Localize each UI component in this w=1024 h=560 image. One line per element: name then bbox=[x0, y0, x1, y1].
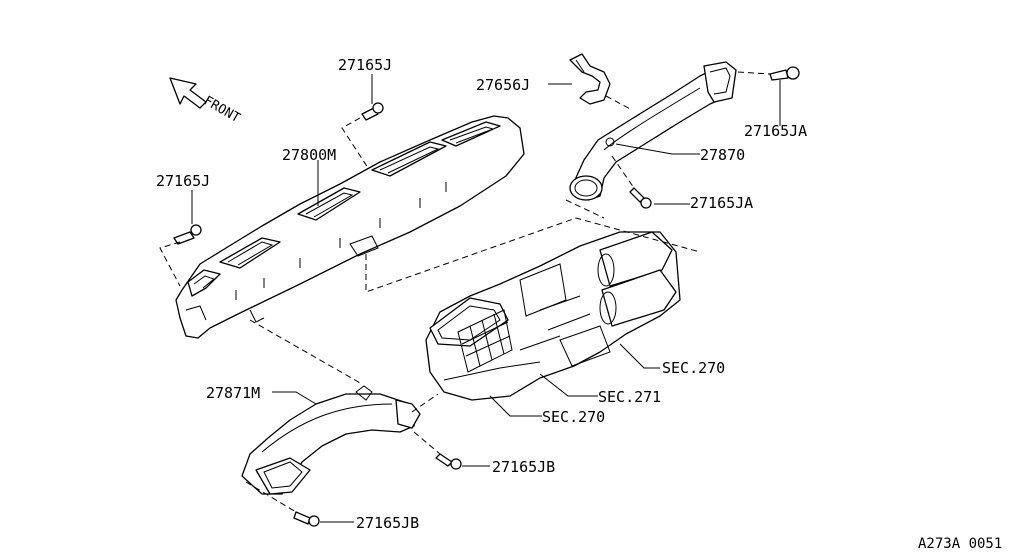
label-27870: 27870 bbox=[700, 146, 745, 164]
lower-duct-27871M bbox=[241, 385, 421, 495]
clip-strap-27656J bbox=[569, 53, 611, 105]
label-SEC271: SEC.271 bbox=[598, 388, 661, 406]
screw-27165JB-bottom-icon bbox=[293, 511, 320, 527]
label-SEC270-bottom: SEC.270 bbox=[542, 408, 605, 426]
label-27165JB-bottom: 27165JB bbox=[356, 514, 419, 532]
screw-27165JA-mid-icon bbox=[629, 187, 652, 209]
screw-27165J-top-icon bbox=[361, 102, 384, 121]
front-arrow-icon bbox=[169, 77, 207, 109]
label-27165J-top: 27165J bbox=[338, 56, 392, 74]
screw-27165J-left-icon bbox=[173, 224, 202, 245]
screw-27165JA-right-icon bbox=[769, 66, 800, 81]
label-SEC270-right: SEC.270 bbox=[662, 359, 725, 377]
label-27871M: 27871M bbox=[206, 384, 260, 402]
label-27165JA-right: 27165JA bbox=[744, 122, 807, 140]
leader-lines bbox=[191, 74, 781, 523]
side-duct-27870 bbox=[569, 61, 737, 201]
label-27165J-left: 27165J bbox=[156, 172, 210, 190]
screw-27165JB-mid-icon bbox=[435, 453, 462, 470]
front-label: FRONT bbox=[201, 93, 243, 126]
assembly-lines bbox=[159, 71, 771, 513]
label-27165JB-mid: 27165JB bbox=[492, 458, 555, 476]
heater-unit bbox=[425, 231, 681, 401]
label-27800M: 27800M bbox=[282, 146, 336, 164]
defroster-duct-27800M bbox=[175, 115, 525, 339]
label-27165JA-mid: 27165JA bbox=[690, 194, 753, 212]
diagram-code: A273A 0051 bbox=[918, 536, 1002, 552]
label-27656J: 27656J bbox=[476, 76, 530, 94]
